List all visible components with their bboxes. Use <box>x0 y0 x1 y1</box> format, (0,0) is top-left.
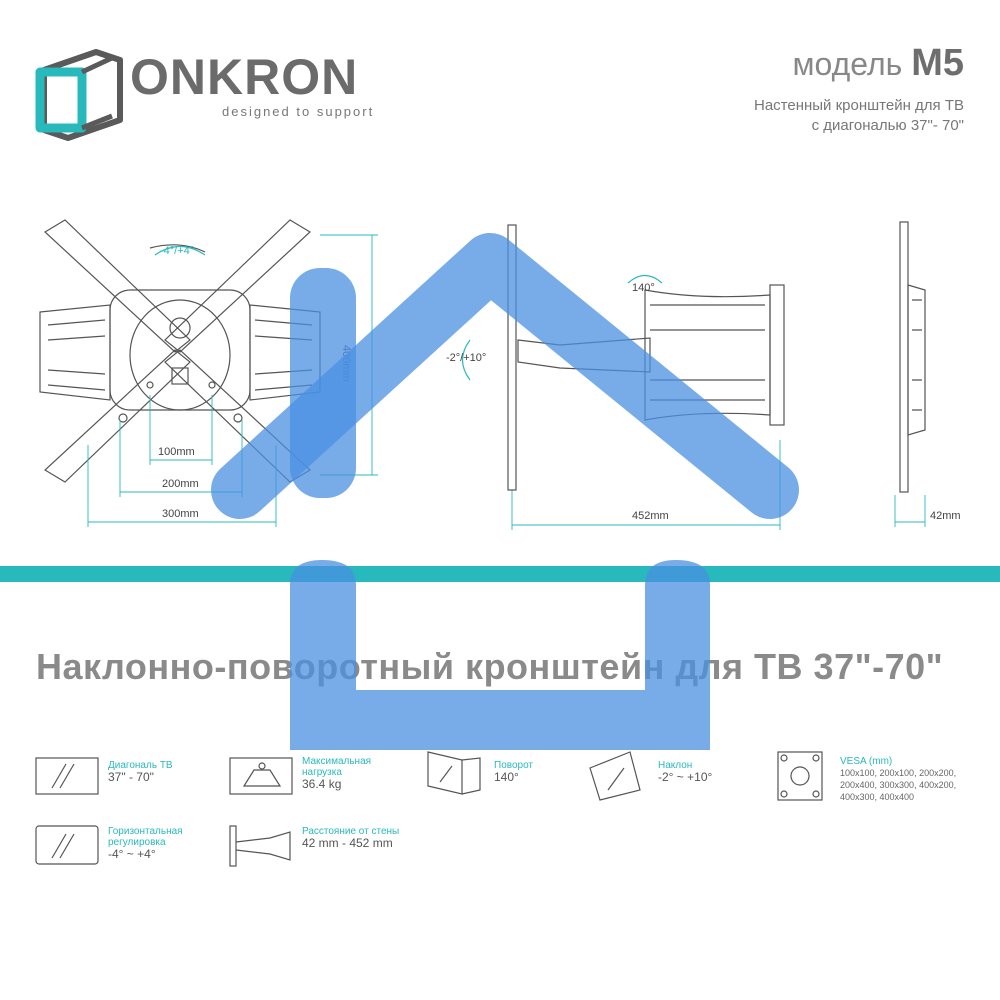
spec-label: Наклон <box>658 760 693 771</box>
max-load-icon <box>229 757 293 795</box>
dim-42: 42mm <box>930 510 961 522</box>
model-title: модель M5 <box>792 44 964 82</box>
brand-name: ONKRON <box>130 49 359 105</box>
spec-tilt: Наклон -2° ~ +10° <box>658 760 758 784</box>
tv-diagonal-icon <box>35 757 99 795</box>
spec-value: 100x100, 200x100, 200x200, 200x400, 300x… <box>840 768 957 802</box>
spec-value: 140° <box>494 770 519 784</box>
dim-200: 200mm <box>162 478 199 490</box>
spec-label: Горизонтальная регулировка <box>108 826 183 848</box>
spec-label: Расстояние от стены <box>302 826 400 837</box>
vesa-pattern-icon <box>777 751 823 801</box>
spec-swivel: Поворот 140° <box>494 760 584 784</box>
spec-value: -2° ~ +10° <box>658 770 713 784</box>
brand-tagline: designed to support <box>222 104 375 119</box>
spec-wall-distance: Расстояние от стены 42 mm - 452 mm <box>302 826 422 850</box>
spec-value: 42 mm - 452 mm <box>302 836 393 850</box>
wall-distance-icon <box>229 825 291 867</box>
spec-horizontal: Горизонтальная регулировка -4° ~ +4° <box>108 826 218 861</box>
front-view-mount <box>39 219 321 483</box>
rotation-label: -4°/+4° <box>160 245 195 257</box>
spec-value: 37" - 70" <box>108 770 154 784</box>
model-subtitle: Настенный кронштейн для ТВ с диагональю … <box>624 96 964 136</box>
spec-label: Диагональ ТВ <box>108 760 173 771</box>
spec-max-load: Максимальная нагрузка 36.4 kg <box>302 756 412 791</box>
model-code: M5 <box>911 42 964 84</box>
profile-view-mount <box>899 221 926 493</box>
spec-label: Поворот <box>494 760 533 771</box>
side-view-mount <box>461 224 785 491</box>
spec-diagonal: Диагональ ТВ 37" - 70" <box>108 760 218 784</box>
tilt-label: -2°/+10° <box>446 352 487 364</box>
dim-400: 400mm <box>340 345 352 382</box>
tilt-icon <box>589 751 641 801</box>
model-subtitle-line2: с диагональю 37"- 70" <box>811 117 964 134</box>
dim-452: 452mm <box>632 510 669 522</box>
spec-label: Максимальная нагрузка <box>302 756 372 778</box>
teal-divider <box>0 566 1000 582</box>
spec-label: VESA (mm) <box>840 756 893 767</box>
spec-value: 36.4 kg <box>302 777 342 791</box>
model-prefix: модель <box>792 46 903 82</box>
page-title: Наклонно-поворотный кронштейн для ТВ 37"… <box>36 646 944 687</box>
dim-100: 100mm <box>158 446 195 458</box>
swivel-label: 140° <box>632 282 655 294</box>
swivel-icon <box>427 751 481 795</box>
dim-300: 300mm <box>162 508 199 520</box>
model-subtitle-line1: Настенный кронштейн для ТВ <box>753 97 964 114</box>
horizontal-adjust-icon <box>35 825 99 865</box>
spec-value: -4° ~ +4° <box>108 847 156 861</box>
spec-vesa: VESA (mm) 100x100, 200x100, 200x200, 200… <box>840 756 980 803</box>
